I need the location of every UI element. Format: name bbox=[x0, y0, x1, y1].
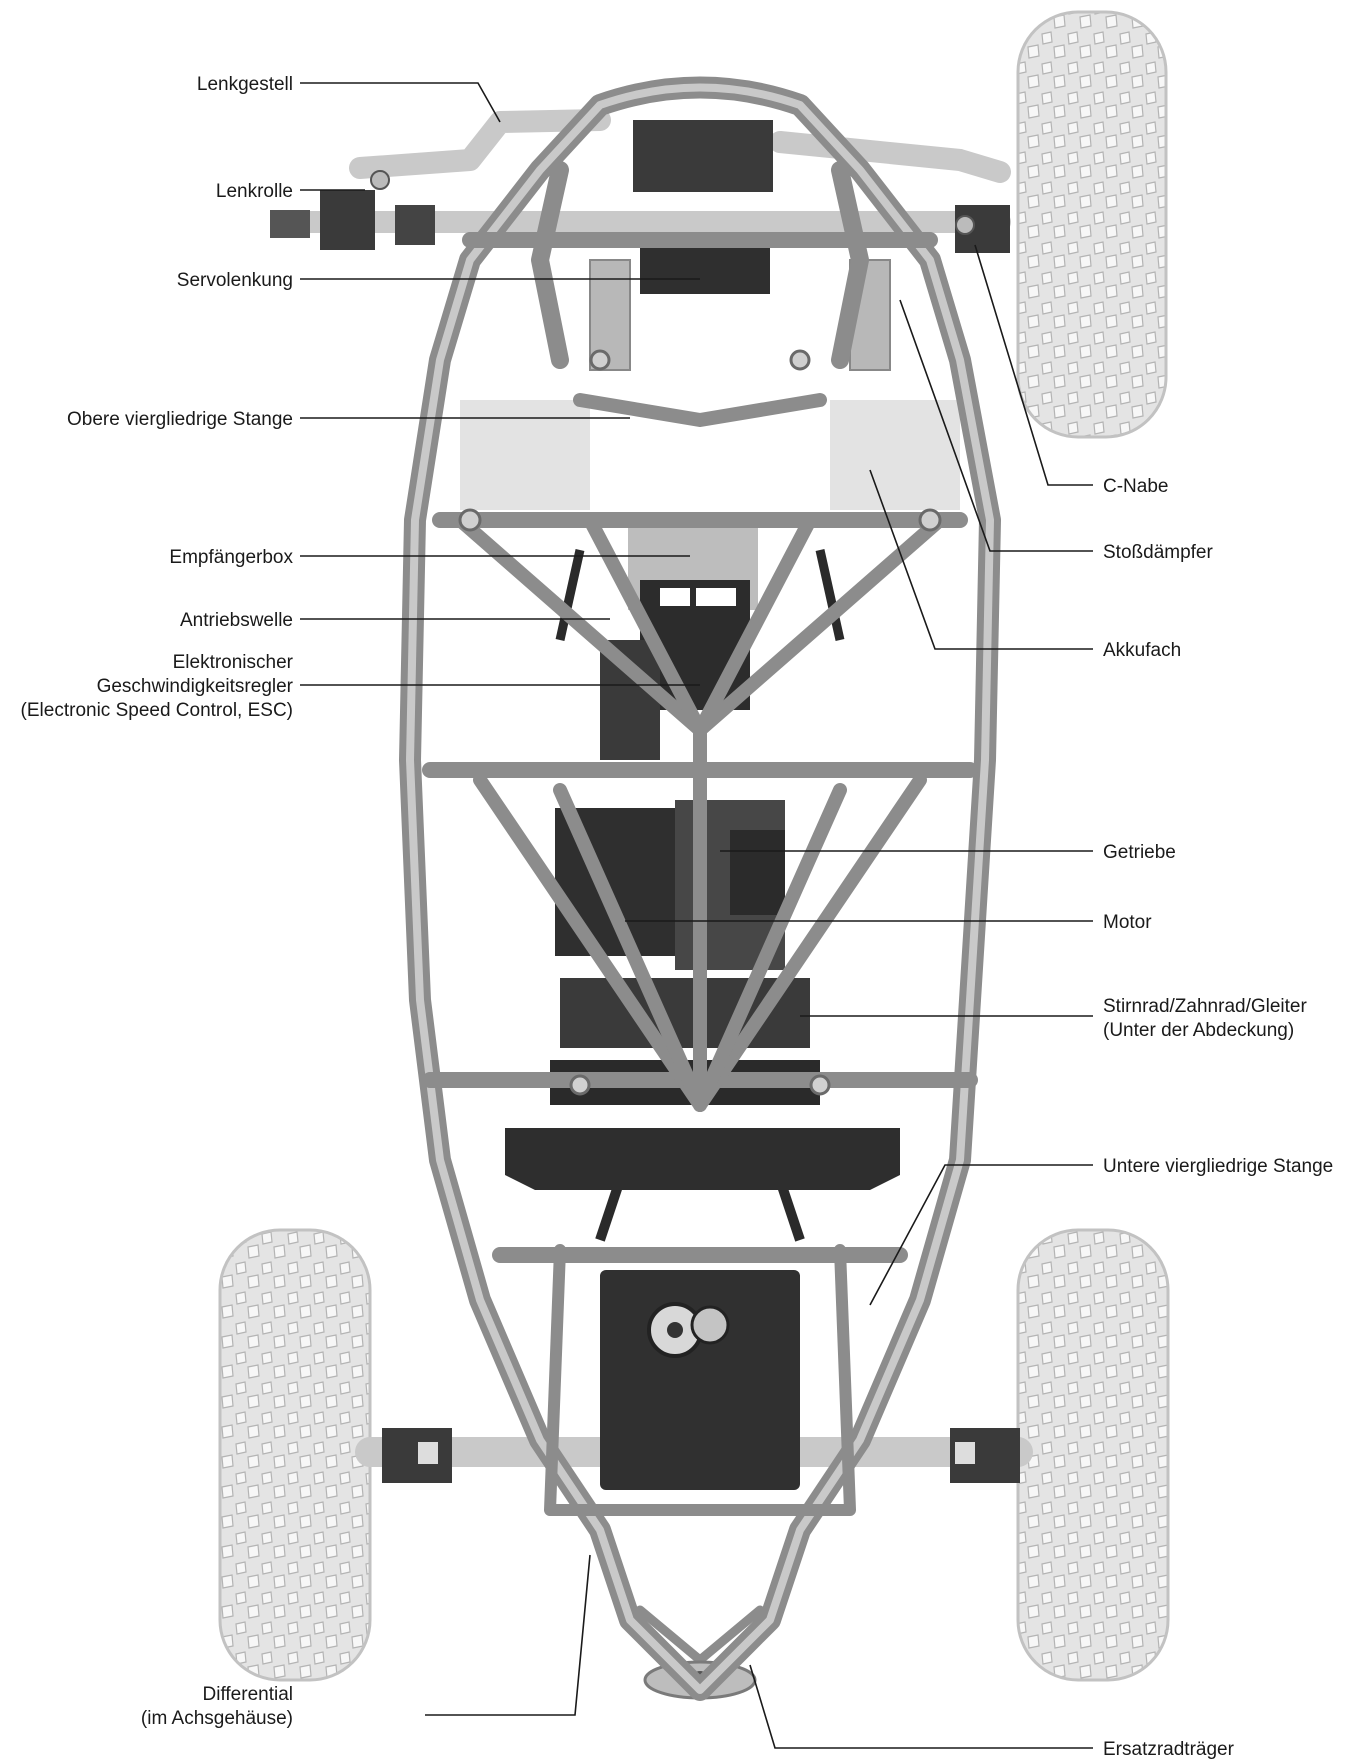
roll-cage bbox=[399, 76, 1001, 1701]
label-stossdaempfer: Stoßdämpfer bbox=[1103, 542, 1213, 563]
label-differential-line-1: Differential bbox=[203, 1684, 293, 1705]
differential-housing bbox=[600, 1270, 800, 1490]
label-esc-line-1: Elektronischer bbox=[173, 652, 294, 673]
label-lenkrolle: Lenkrolle bbox=[216, 181, 293, 202]
label-stirnrad-line-1: Stirnrad/Zahnrad/Gleiter bbox=[1103, 996, 1307, 1017]
label-getriebe: Getriebe bbox=[1103, 842, 1176, 863]
skid-plate bbox=[505, 1128, 900, 1190]
label-akkufach: Akkufach bbox=[1103, 640, 1181, 661]
label-antriebswelle: Antriebswelle bbox=[180, 610, 293, 631]
label-esc-line-2: Geschwindigkeitsregler bbox=[97, 676, 294, 697]
label-c-nabe: C-Nabe bbox=[1103, 476, 1168, 497]
label-ersatzradtraeger: Ersatzradträger bbox=[1103, 1739, 1235, 1759]
label-servolenkung: Servolenkung bbox=[177, 270, 293, 291]
leader-lines bbox=[300, 82, 1093, 1749]
label-untere-stange: Untere viergliedrige Stange bbox=[1103, 1156, 1333, 1177]
label-obere-stange: Obere viergliedrige Stange bbox=[67, 409, 293, 430]
labels-right: C-Nabe Stoßdämpfer Akkufach Getriebe Mot… bbox=[1103, 476, 1333, 1759]
rear-left-tire bbox=[218, 1228, 372, 1682]
label-stirnrad-line-2: (Unter der Abdeckung) bbox=[1103, 1020, 1294, 1041]
label-esc-line-3: (Electronic Speed Control, ESC) bbox=[21, 700, 293, 721]
front-right-tire bbox=[1016, 10, 1168, 439]
label-differential-line-2: (im Achsgehäuse) bbox=[141, 1708, 293, 1729]
servo-box bbox=[633, 120, 773, 294]
label-lenkgestell: Lenkgestell bbox=[197, 74, 293, 95]
label-empfaengerbox: Empfängerbox bbox=[169, 547, 293, 568]
label-motor: Motor bbox=[1103, 912, 1152, 933]
labels-left: Lenkgestell Lenkrolle Servolenkung Obere… bbox=[21, 74, 294, 1729]
rear-right-tire bbox=[1016, 1228, 1170, 1682]
